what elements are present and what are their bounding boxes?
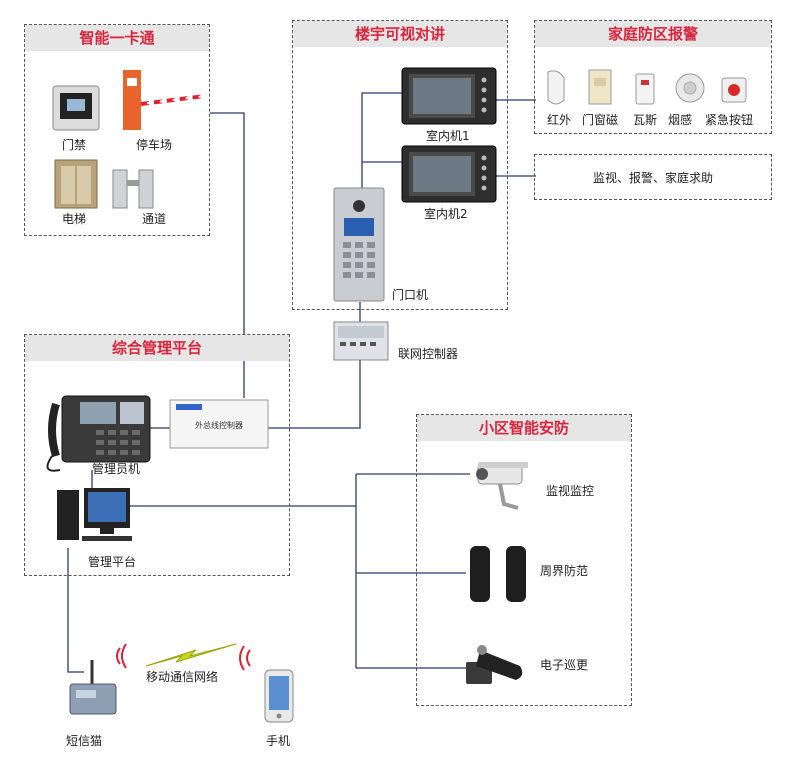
admin-phone-label: 管理员机 — [92, 462, 141, 476]
patrol-device — [466, 645, 523, 684]
indoor-unit-2-label: 室内机2 — [424, 207, 468, 221]
sensor-label-smoke: 烟感 — [668, 113, 693, 127]
door-unit-label: 门口机 — [392, 288, 429, 302]
patrol-label: 电子巡更 — [540, 658, 589, 672]
sensor-label-door-window: 门窗磁 — [582, 113, 619, 127]
line-platform-modem — [67, 548, 84, 673]
sensor-label-gas: 瓦斯 — [633, 113, 658, 127]
surveillance-camera-device — [476, 462, 528, 510]
sensor-label-emergency: 紧急按钮 — [705, 113, 754, 127]
connection-lines — [67, 92, 536, 673]
access-control-device — [52, 85, 100, 131]
home-alarm-title: 家庭防区报警 — [535, 21, 771, 47]
mobile-phone-device — [264, 669, 294, 723]
mobile-network-label: 移动通信网络 — [146, 670, 219, 684]
parking-label: 停车场 — [136, 138, 173, 152]
door-window-sensor-device — [588, 69, 612, 105]
elevator-label: 电梯 — [62, 212, 87, 226]
management-platform-panel: 综合管理平台 — [24, 334, 290, 576]
management-platform-title: 综合管理平台 — [25, 335, 289, 361]
indoor-unit-1-device — [401, 67, 497, 125]
passage-label: 通道 — [142, 212, 167, 226]
security-title: 小区智能安防 — [417, 415, 631, 441]
surveillance-label: 监视监控 — [546, 484, 595, 498]
perimeter-beam-device — [470, 546, 526, 602]
indoor-unit-2-device — [401, 145, 497, 203]
sms-modem-label: 短信猫 — [66, 734, 103, 748]
home-alarm-panel: 家庭防区报警 — [534, 20, 772, 134]
parking-gate-device — [123, 70, 206, 130]
gas-sensor-device — [635, 73, 655, 105]
smart-card-panel: 智能一卡通 — [24, 24, 210, 236]
line-netctrl-bus — [268, 360, 361, 429]
access-control-label: 门禁 — [62, 138, 87, 152]
sensor-label-infrared: 红外 — [547, 113, 572, 127]
monitor-alarm-help-text: 监视、报警、家庭求助 — [592, 171, 713, 185]
network-controller-device — [333, 321, 389, 361]
emergency-button-device — [721, 77, 747, 103]
infrared-sensor-device — [547, 70, 565, 105]
indoor-unit-1-label: 室内机1 — [426, 129, 470, 143]
line-indoor1-door — [361, 92, 402, 190]
outer-bus-controller-label: 外总线控制器 — [195, 421, 243, 430]
smart-card-title: 智能一卡通 — [25, 25, 209, 51]
outer-bus-controller-device — [169, 399, 269, 449]
perimeter-label: 周界防范 — [540, 564, 589, 578]
security-panel: 小区智能安防 — [416, 414, 632, 706]
line-smartcard-controller — [210, 112, 245, 398]
admin-phone-device — [46, 395, 151, 472]
mobile-phone-label: 手机 — [266, 734, 291, 748]
management-platform-label: 管理平台 — [88, 555, 137, 569]
elevator-device — [54, 159, 98, 209]
management-platform-device — [57, 488, 132, 541]
monitor-alarm-help-box: 监视、报警、家庭求助 — [534, 154, 772, 200]
lightning-signal-icon — [145, 643, 237, 667]
intercom-panel: 楼宇可视对讲 — [292, 20, 508, 310]
passage-turnstile-device — [112, 169, 154, 209]
sms-modem-device — [69, 660, 117, 715]
door-unit-device — [333, 187, 385, 302]
network-controller-label: 联网控制器 — [398, 347, 459, 361]
intercom-title: 楼宇可视对讲 — [293, 21, 507, 47]
smoke-sensor-device — [675, 73, 705, 103]
signal-wave-icon — [116, 643, 251, 671]
